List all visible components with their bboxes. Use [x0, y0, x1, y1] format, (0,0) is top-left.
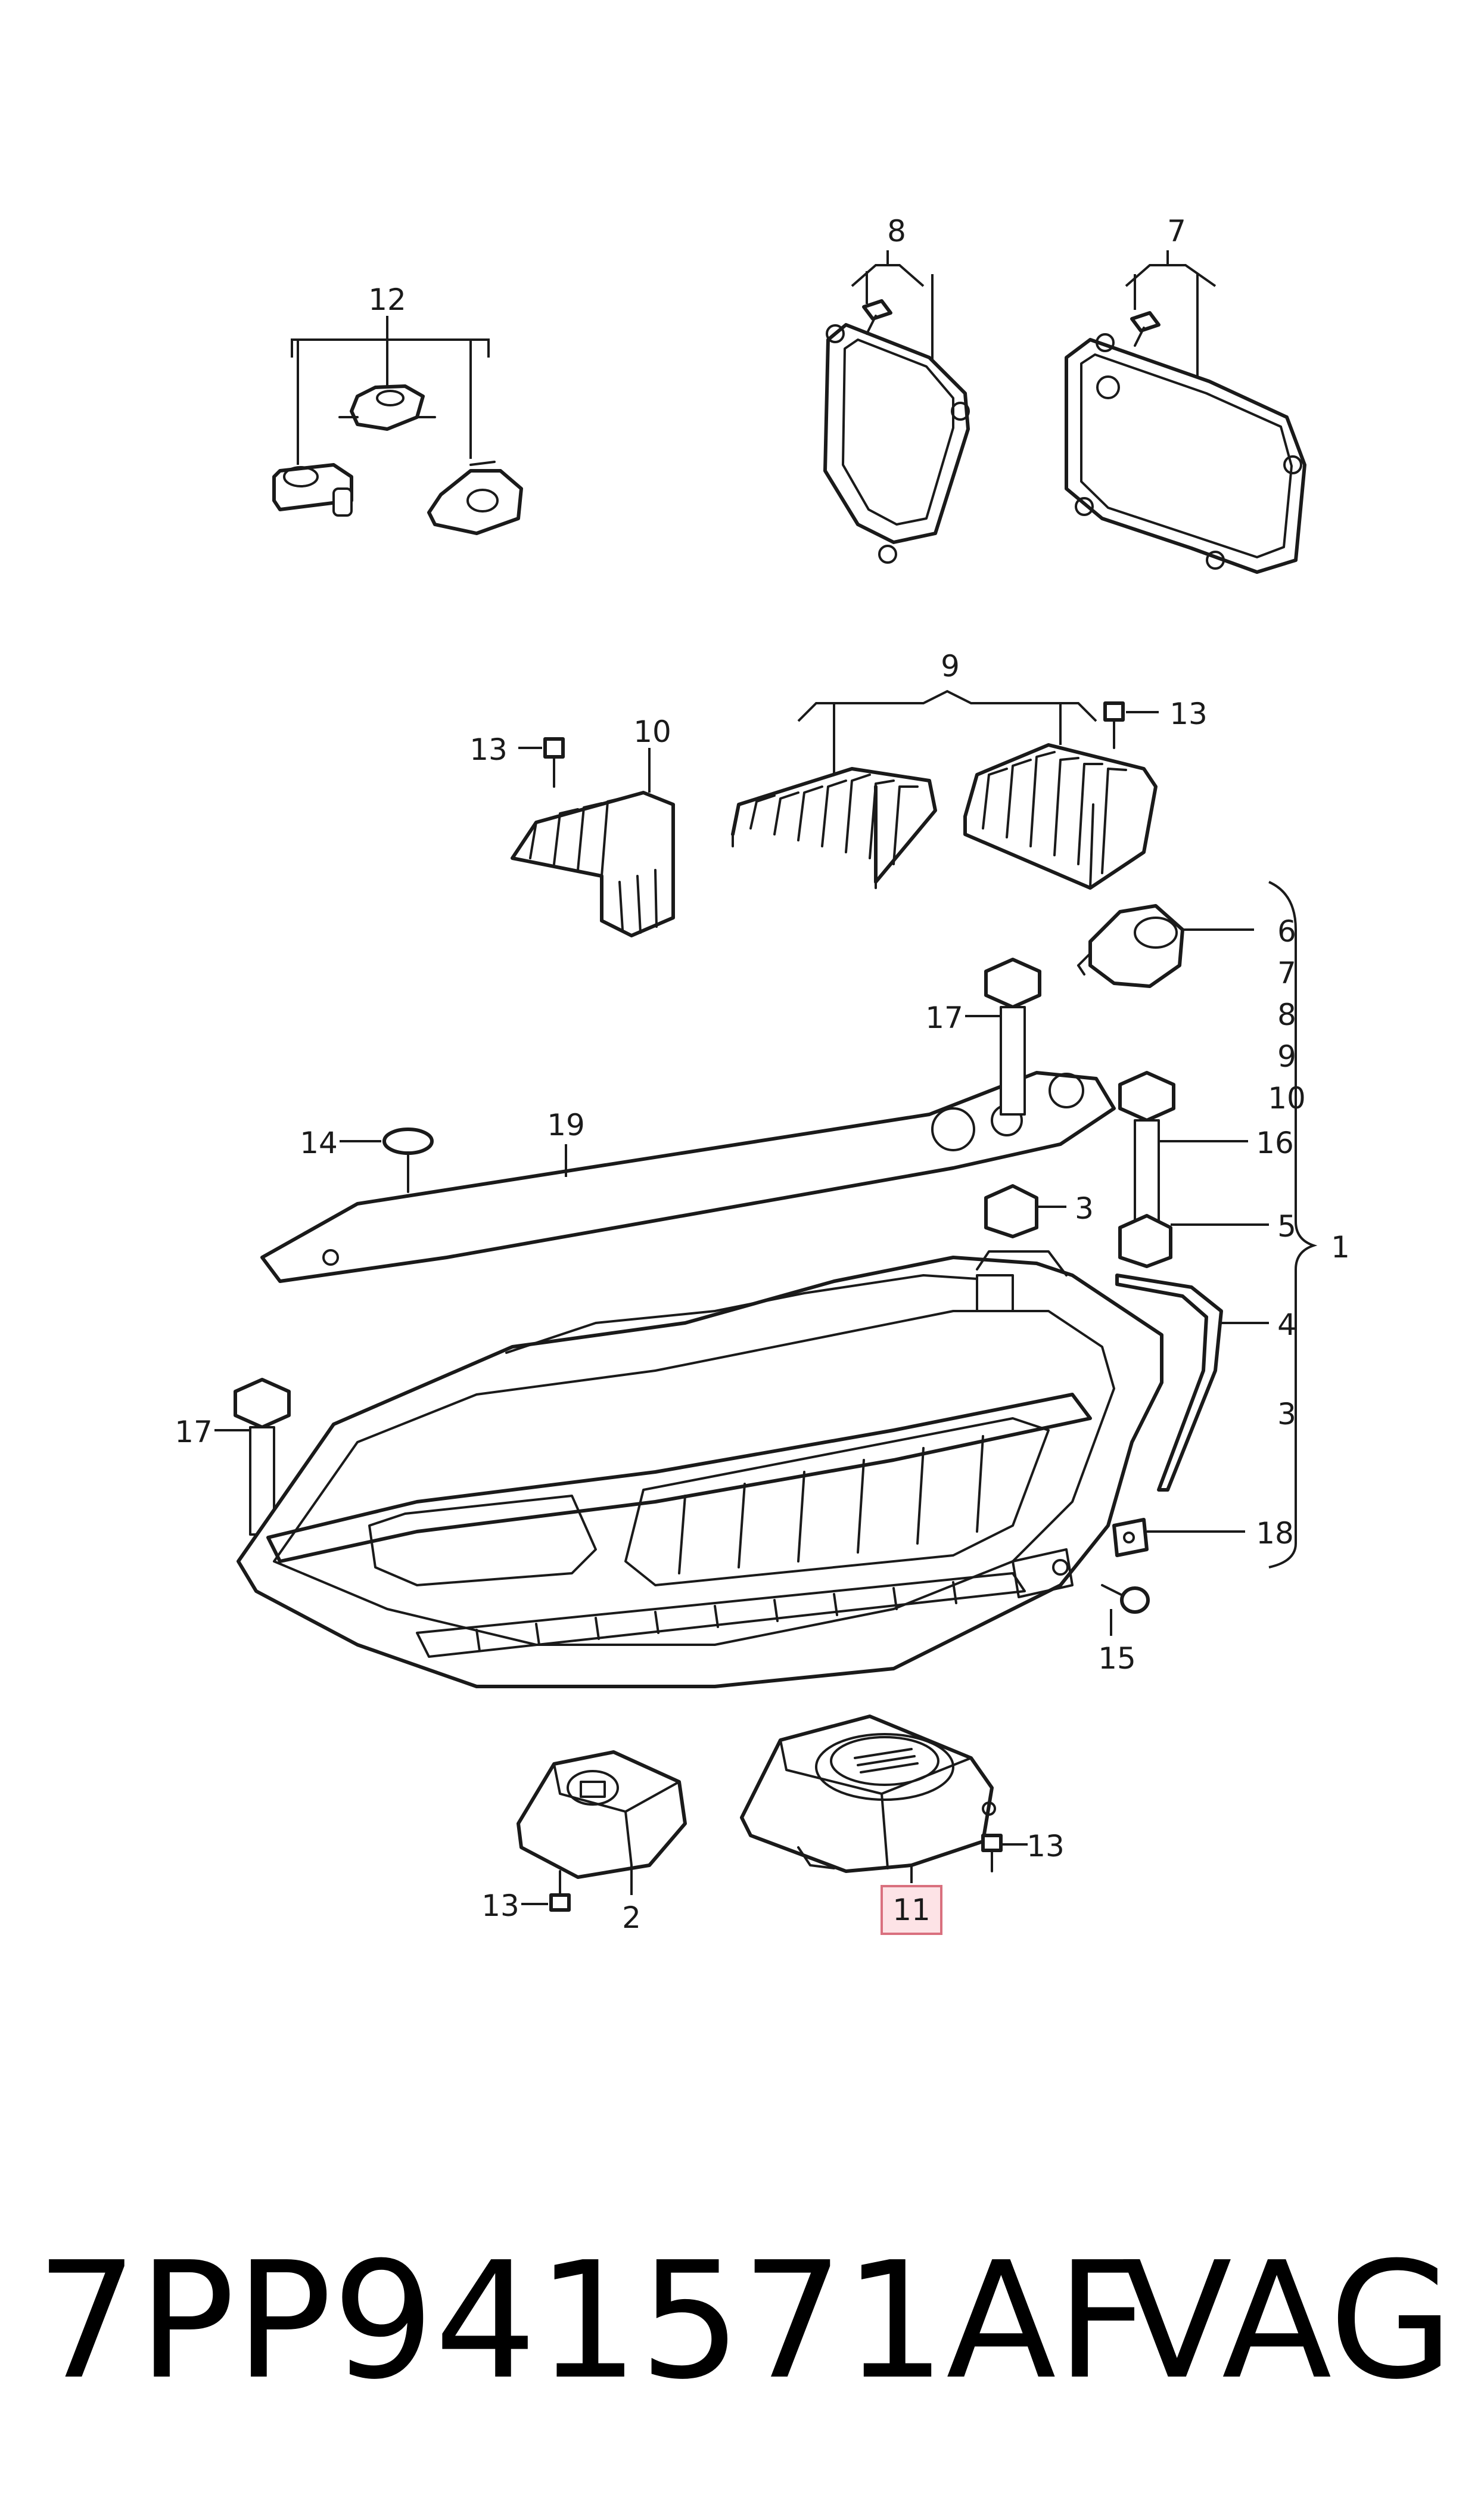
callout-2: 2	[622, 1900, 641, 1935]
caption: 7PP941571AF VAG	[36, 2223, 1454, 2419]
part-number: 7PP941571AF	[36, 2227, 1149, 2415]
part-1-headlight-assembly	[237, 1250, 1163, 1688]
callout-17: 17	[175, 1415, 213, 1449]
callout-11-highlight	[881, 1885, 942, 1935]
callout-8: 8	[1277, 998, 1296, 1032]
part-7-cover-gasket	[1065, 250, 1306, 574]
part-12-bracket-set	[272, 316, 523, 535]
headlight-exploded-diagram: 12 8 7 9 13 10 13 6 7 8 9 10 17 14 19 16…	[175, 214, 1350, 1935]
callout-17: 17	[925, 1001, 963, 1035]
callout-11: 11	[892, 1893, 931, 1927]
part-17-bolt-left	[214, 1378, 291, 1536]
callout-7: 7	[1277, 956, 1296, 990]
callout-18: 18	[1256, 1516, 1294, 1551]
callout-15: 15	[1098, 1641, 1136, 1676]
part-14-screw	[340, 1128, 434, 1193]
callout-12: 12	[368, 282, 406, 317]
brand-name: VAG	[1122, 2227, 1454, 2415]
part-17-bolt-upper	[965, 958, 1041, 1116]
callout-16: 16	[1256, 1126, 1294, 1160]
callout-1: 1	[1331, 1230, 1350, 1265]
callout-7: 7	[1167, 214, 1186, 249]
callout-9: 9	[1277, 1039, 1296, 1074]
part-5-clip-nut	[1118, 1214, 1269, 1268]
callout-13: 13	[481, 1889, 519, 1923]
callout-14: 14	[300, 1126, 338, 1160]
part-6-servo-motor	[1077, 904, 1254, 988]
part-18-bracket-plate	[1112, 1518, 1245, 1557]
callout-5: 5	[1277, 1209, 1296, 1244]
part-8-cover-gasket	[823, 250, 970, 564]
screw-13-top	[1103, 701, 1159, 749]
callout-9: 9	[941, 649, 960, 684]
part-10-heat-sink	[511, 737, 675, 937]
callout-3: 3	[1075, 1191, 1094, 1226]
part-4-seal-strip	[1115, 1274, 1269, 1492]
part-11-control-unit	[740, 1714, 1028, 1883]
callout-10: 10	[1268, 1081, 1306, 1116]
callout-labels: 12 8 7 9 13 10 13 6 7 8 9 10 17 14 19 16…	[175, 214, 1350, 1935]
callout-10: 10	[633, 715, 671, 749]
part-15-screw	[1101, 1584, 1150, 1636]
callout-13: 13	[1026, 1829, 1065, 1863]
callout-13: 13	[469, 732, 508, 767]
callout-6: 6	[1277, 914, 1296, 949]
part-16-bolt	[1118, 1071, 1248, 1223]
callout-3: 3	[1277, 1397, 1296, 1431]
callout-19: 19	[547, 1108, 585, 1142]
callout-13: 13	[1169, 697, 1208, 731]
part-19-support-bracket	[260, 1071, 1116, 1283]
part-9-heat-sinks	[731, 689, 1158, 890]
part-2-ballast-module	[517, 1750, 687, 1912]
group-bracket-1	[1268, 881, 1318, 1568]
callout-8: 8	[887, 214, 906, 249]
callout-4: 4	[1277, 1307, 1296, 1342]
part-3-clip-nut	[984, 1184, 1066, 1238]
